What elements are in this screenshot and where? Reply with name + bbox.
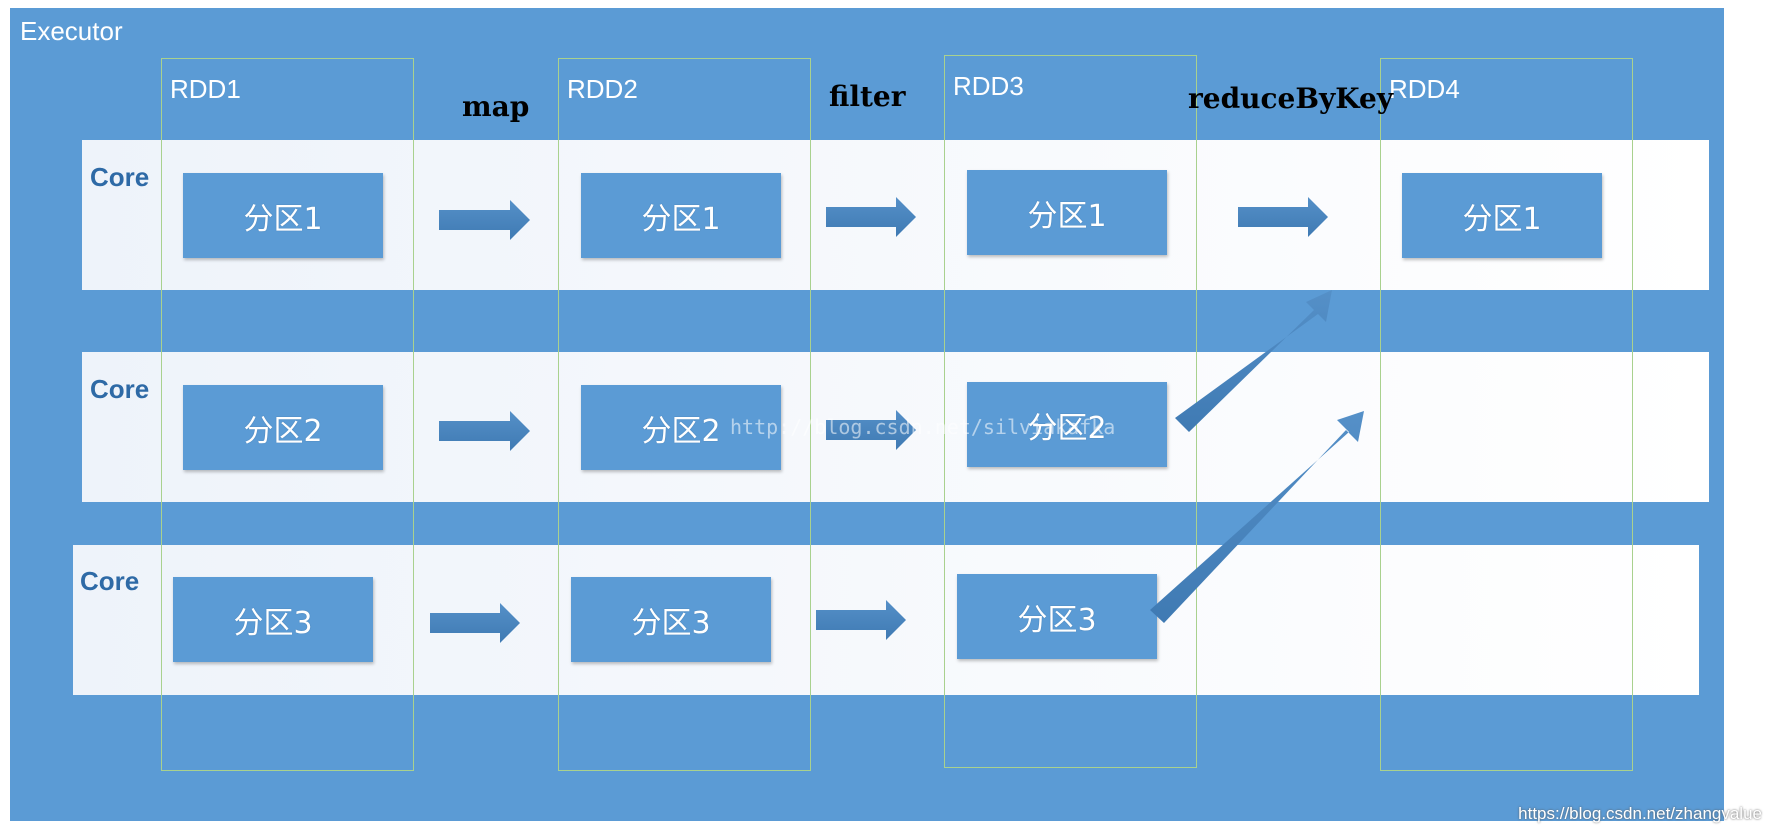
partition-rdd1-lane1: 分区1 <box>183 173 383 258</box>
partition-rdd4-lane1: 分区1 <box>1402 173 1602 258</box>
partition-rdd2-lane3: 分区3 <box>571 577 771 662</box>
op-label-filter: filter <box>829 80 906 113</box>
partition-rdd2-lane1: 分区1 <box>581 173 781 258</box>
op-label-map: map <box>462 90 530 123</box>
corner-watermark: https://blog.csdn.net/zhangvalue <box>1518 804 1762 823</box>
partition-rdd3-lane2: 分区2 <box>967 382 1167 467</box>
rdd-column-4 <box>1380 58 1633 771</box>
rdd-column-2 <box>558 58 811 771</box>
rdd-label-1: RDD1 <box>170 74 241 104</box>
core-label-3: Core <box>80 566 140 596</box>
core-label-2: Core <box>90 374 150 404</box>
rdd-label-2: RDD2 <box>567 74 638 104</box>
partition-rdd1-lane2: 分区2 <box>183 385 383 470</box>
rdd-label-4: RDD4 <box>1389 74 1460 104</box>
rdd-label-3: RDD3 <box>953 71 1024 101</box>
core-label-1: Core <box>90 162 150 192</box>
partition-rdd1-lane3: 分区3 <box>173 577 373 662</box>
executor-label: Executor <box>20 16 123 46</box>
partition-rdd3-lane1: 分区1 <box>967 170 1167 255</box>
center-watermark: http://blog.csdn.net/silviakafka <box>730 415 1116 439</box>
partition-rdd3-lane3: 分区3 <box>957 574 1157 659</box>
partition-rdd2-lane2: 分区2 <box>581 385 781 470</box>
op-label-reducebykey: reduceByKey <box>1188 82 1394 115</box>
rdd-column-1 <box>161 58 414 771</box>
